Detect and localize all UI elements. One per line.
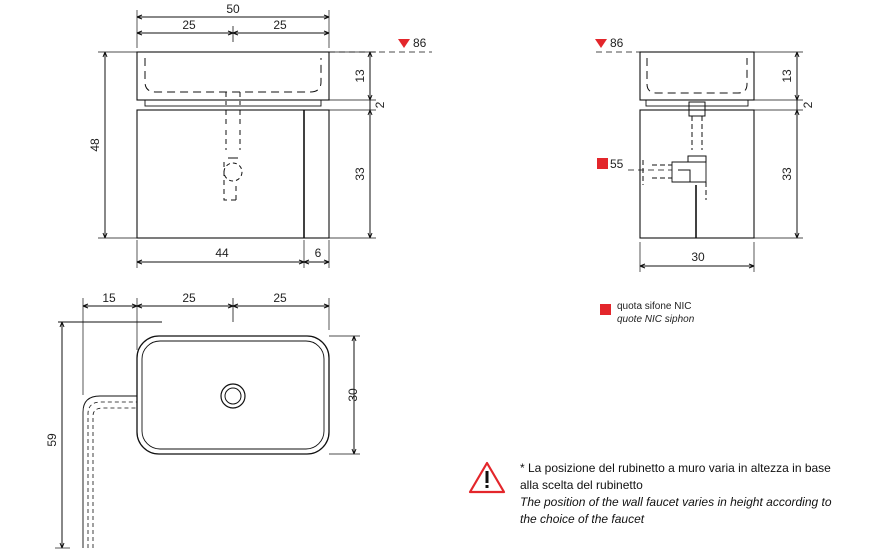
- front-basin-height: 13: [353, 69, 367, 83]
- side-siphon-value: 55: [610, 157, 624, 171]
- side-basin-height: 13: [780, 69, 794, 83]
- faucet-note: * La posizione del rubinetto a muro vari…: [520, 460, 880, 528]
- side-depth: 30: [691, 250, 705, 264]
- side-view: [596, 51, 803, 272]
- legend-label-en: quote NIC siphon: [617, 314, 695, 325]
- side-gap: 2: [801, 101, 815, 108]
- front-gap: 2: [373, 101, 387, 108]
- note-it-line2: alla scelta del rubinetto: [520, 478, 643, 492]
- top-total-depth: 59: [45, 433, 59, 447]
- side-cabinet-height: 33: [780, 167, 794, 181]
- front-view: [98, 10, 432, 268]
- front-cabinet-height: 33: [353, 167, 367, 181]
- front-cabinet-width: 44: [215, 246, 229, 260]
- front-half-right: 25: [273, 18, 287, 32]
- front-side-panel: 6: [315, 246, 322, 260]
- warning-icon: [468, 461, 506, 494]
- top-half-left: 25: [182, 291, 196, 305]
- top-half-right: 25: [273, 291, 287, 305]
- note-it-line1: * La posizione del rubinetto a muro vari…: [520, 461, 831, 475]
- front-overall-width: 50: [226, 2, 240, 16]
- side-level-marker-triangle: [595, 39, 607, 48]
- front-total-height: 48: [88, 138, 102, 152]
- side-level-value: 86: [610, 36, 624, 50]
- legend: quota sifone NIC quote NIC siphon: [617, 300, 694, 326]
- front-half-left: 25: [182, 18, 196, 32]
- legend-marker-square: [600, 304, 611, 315]
- top-depth: 30: [346, 388, 360, 402]
- level-marker-triangle: [398, 39, 410, 48]
- note-en-line2: the choice of the faucet: [520, 512, 645, 526]
- top-offset: 15: [102, 291, 116, 305]
- siphon-marker-square: [597, 158, 608, 169]
- top-view: [55, 298, 360, 549]
- front-level-value: 86: [413, 36, 427, 50]
- legend-label-it: quota sifone NIC: [617, 301, 692, 312]
- note-en-line1: The position of the wall faucet varies i…: [520, 495, 832, 509]
